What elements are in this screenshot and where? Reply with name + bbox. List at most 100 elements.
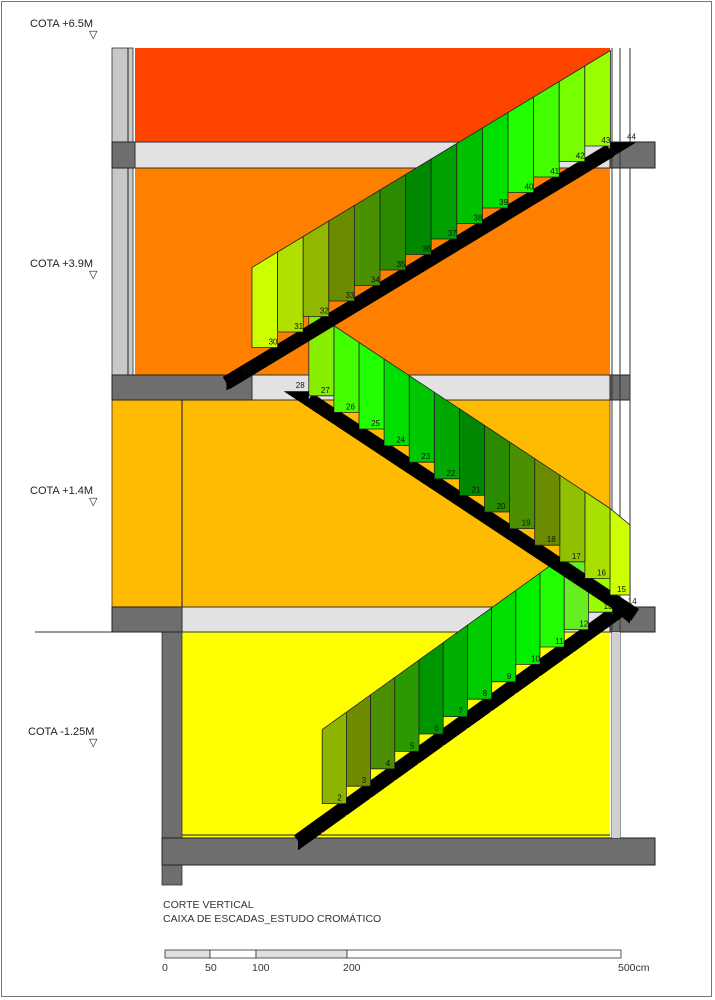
step-number-label: 5: [410, 741, 415, 750]
stair-tread: [308, 407, 334, 425]
stair-tread: [443, 728, 468, 746]
stair-tread: [509, 540, 535, 558]
foundation-slab: [161, 837, 656, 866]
step-number-label: 12: [579, 620, 588, 629]
stair-tread: [354, 297, 380, 313]
step-number-label: 1: [313, 823, 318, 832]
stair-panel: [430, 142, 458, 240]
level-marker-icon: ▽: [89, 29, 98, 41]
stair-tread: [533, 189, 560, 205]
step-number-label: 17: [572, 552, 581, 561]
stair-panel: [507, 96, 534, 193]
slab-1-column: [111, 141, 136, 169]
stair-panel: [584, 49, 611, 147]
step-number-label: 23: [421, 452, 430, 461]
stair-tread: [346, 798, 371, 816]
stair-panel: [533, 80, 560, 178]
stair-tread: [559, 573, 585, 591]
step-number-label: 9: [507, 672, 512, 681]
step-number-label: 37: [448, 229, 457, 238]
step-number-label: 10: [531, 654, 540, 663]
stair-tread: [610, 142, 636, 158]
stair-tread: [298, 833, 323, 851]
stair-tread: [252, 359, 278, 375]
stair-tread: [515, 676, 540, 694]
step-number-label: 44: [627, 133, 636, 142]
step-number-label: 41: [550, 167, 559, 176]
stair-tread: [564, 641, 589, 659]
stair-tread: [491, 693, 516, 712]
level-marker-icon: ▽: [89, 496, 98, 508]
stair-tread: [409, 474, 435, 491]
stair-tread: [456, 235, 483, 251]
step-number-label: 36: [422, 245, 431, 254]
scale-tick-label: 0: [162, 962, 168, 974]
level-label-minus-1.25: COTA -1.25M: [28, 726, 95, 738]
level-marker-icon: ▽: [89, 269, 98, 281]
step-number-label: 33: [345, 291, 354, 300]
step-number-label: 35: [397, 260, 406, 269]
right-wall-basement: [612, 632, 620, 838]
step-number-label: 39: [499, 198, 508, 207]
scale-tick-label: 50: [205, 962, 217, 974]
stair-panel: [456, 127, 483, 224]
step-number-label: 28: [296, 381, 305, 390]
stairs: [222, 49, 639, 851]
stair-tread: [405, 266, 432, 282]
stair-tread: [283, 391, 309, 408]
step-number-label: 27: [321, 386, 330, 395]
stair-tread: [588, 624, 613, 642]
stair-panel: [481, 111, 509, 209]
step-number-label: 13: [604, 602, 613, 611]
step-number-label: 19: [522, 519, 531, 528]
stair-tread: [434, 490, 460, 508]
level-label-3.9: COTA +3.9M: [30, 258, 94, 270]
stair-panel: [328, 204, 355, 302]
step-number-label: 29: [243, 365, 252, 374]
stair-tread: [540, 659, 565, 677]
step-number-label: 42: [576, 152, 585, 161]
step-number-label: 3: [362, 776, 367, 785]
scale-segment-0-50: [164, 949, 211, 959]
stair-tread: [322, 815, 347, 833]
stair-tread: [333, 424, 359, 441]
step-number-label: 16: [597, 568, 606, 577]
step-number-label: 30: [269, 338, 278, 347]
drawing-subtitle: CAIXA DE ESCADAS_ESTUDO CROMÁTICO: [163, 913, 382, 925]
stair-panel: [379, 173, 407, 271]
step-number-label: 7: [458, 707, 463, 716]
drawing-title: CORTE VERTICAL: [163, 899, 254, 911]
step-number-labels: 1234567891011121314151617181920212223242…: [243, 133, 637, 833]
stair-tread: [380, 282, 406, 298]
scale-tick-label: 200: [343, 962, 361, 974]
stair-tread: [559, 173, 585, 189]
stair-tread: [359, 441, 385, 458]
slab-3-dark: [111, 606, 183, 633]
level-label-6.5: COTA +6.5M: [30, 18, 94, 30]
level-label-1.4: COTA +1.4M: [30, 485, 94, 497]
step-number-label: 21: [472, 485, 481, 494]
step-number-label: 8: [483, 689, 488, 698]
step-number-label: 2: [337, 794, 342, 803]
step-number-label: 22: [446, 469, 455, 478]
stair-panel: [405, 158, 432, 255]
step-number-label: 14: [628, 597, 637, 606]
left-wall-upper: [111, 47, 134, 376]
step-number-label: 6: [434, 724, 439, 733]
step-number-label: 34: [371, 276, 380, 285]
stair-panel: [558, 65, 586, 162]
stair-tread: [584, 158, 611, 174]
step-number-label: 25: [371, 419, 380, 428]
step-number-label: 43: [601, 136, 610, 145]
stair-tread: [534, 557, 560, 574]
stair-tread: [482, 220, 508, 236]
stair-tread: [328, 313, 355, 329]
scale-segment-200-500: [346, 949, 622, 959]
step-number-label: 38: [473, 214, 482, 223]
stair-tread: [277, 344, 304, 360]
stair-tread: [394, 763, 419, 781]
step-number-label: 18: [547, 535, 556, 544]
scale-bar: [164, 949, 622, 959]
